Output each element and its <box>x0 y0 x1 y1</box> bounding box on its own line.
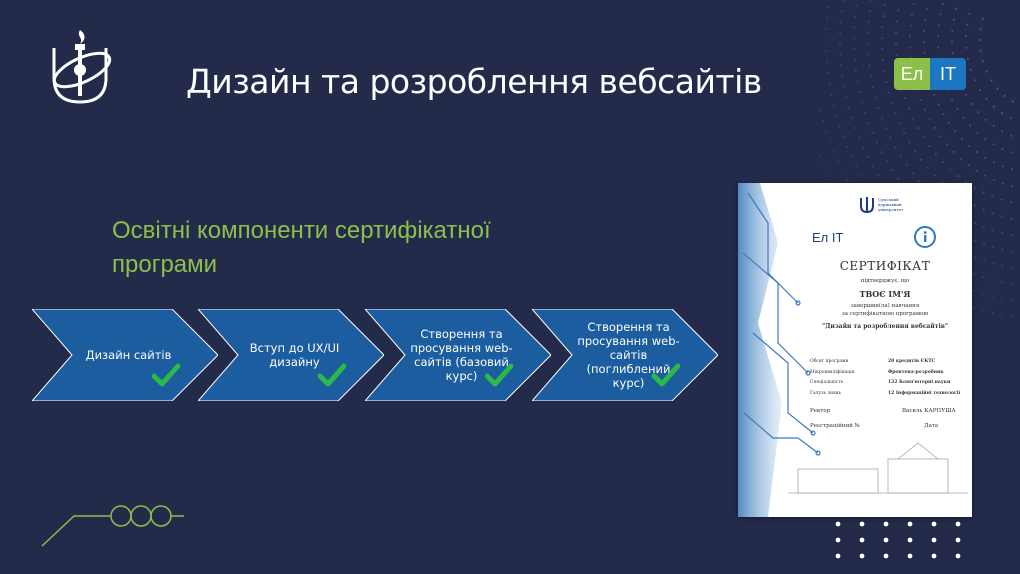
certificate-info-icon <box>914 226 936 248</box>
certificate-brand: Ел IT <box>812 230 843 245</box>
step-label: Дизайн сайтів <box>85 348 172 362</box>
section-subtitle: Освітні компоненти сертифікатної програм… <box>112 217 491 278</box>
certificate-row-label: Мікрокваліфікація <box>810 369 855 375</box>
elit-logo-left: Ел <box>894 58 930 90</box>
certificate-confirms: підтверджує, що <box>860 278 910 284</box>
step-arrow-shape <box>532 309 718 401</box>
certificate-row-value: 20 кредитів ЄКТС <box>888 359 936 364</box>
elit-logo-right: IT <box>930 58 966 90</box>
circuit-decoration <box>738 183 968 517</box>
step-arrow-shape <box>365 309 551 401</box>
step-3: Створення та просування web-сайтів (базо… <box>365 309 551 401</box>
step-4: Створення та просування web-сайтів (погл… <box>532 309 718 401</box>
checkmark-icon <box>318 363 346 387</box>
certificate-completed-line2: за сертифікатною програмою <box>841 311 929 317</box>
certificate-row-value: 12 Інформаційні технології <box>888 390 961 396</box>
page-title: Дизайн та розроблення вебсайтів <box>186 62 762 101</box>
certificate-heading: СЕРТИФІКАТ <box>839 259 931 273</box>
certificate-brand-right: IT <box>831 230 844 245</box>
checkmark-icon <box>652 363 680 387</box>
dot-grid <box>835 521 961 559</box>
certificate-row-label: Спеціальність <box>810 380 844 385</box>
step-label: Створення та просування web-сайтів (погл… <box>577 320 680 390</box>
certificate-rector-name: Василь КАРПУША <box>902 408 956 414</box>
step-label: Створення та просування web-сайтів (базо… <box>410 327 513 383</box>
certificate-completed-line1: завершив(ла) навчання <box>850 303 920 309</box>
step-label: Вступ до UX/UI дизайну <box>249 341 340 369</box>
checkmark-icon <box>152 363 180 387</box>
step-arrow-shape <box>198 309 384 401</box>
step-1: Дизайн сайтів <box>32 309 218 401</box>
certificate-row-value: Фронтенд-розробник <box>888 369 944 375</box>
certificate-preview: Сумський державний університет Ел IT СЕР… <box>738 183 972 517</box>
certificate-brand-left: Ел <box>812 230 829 245</box>
checkmark-icon <box>485 363 513 387</box>
certificate-rector-label: Ректор <box>810 408 831 414</box>
certificate-row-label: Обсяг програми <box>810 359 849 364</box>
certificate-row-value: 122 Комп'ютерні науки <box>888 380 951 385</box>
university-logo-icon <box>52 30 112 104</box>
elit-logo: Ел IT <box>894 58 966 90</box>
step-2: Вступ до UX/UI дизайну <box>198 309 384 401</box>
certificate-program: "Дизайн та розроблення вебсайтів" <box>821 323 949 330</box>
certificate-university-name: Сумський державний університет <box>878 197 904 212</box>
certificate-date-label: Дата <box>924 423 939 429</box>
certificate-name: ТВОЄ ІМ'Я <box>859 289 911 299</box>
certificate-row-label: Галузь знань <box>810 390 842 396</box>
certificate-reg-label: Реєстраційний № <box>810 423 860 429</box>
step-arrow-shape <box>32 309 218 401</box>
certificate-university-logo-icon <box>860 197 874 214</box>
line-circles-decoration <box>41 505 184 547</box>
